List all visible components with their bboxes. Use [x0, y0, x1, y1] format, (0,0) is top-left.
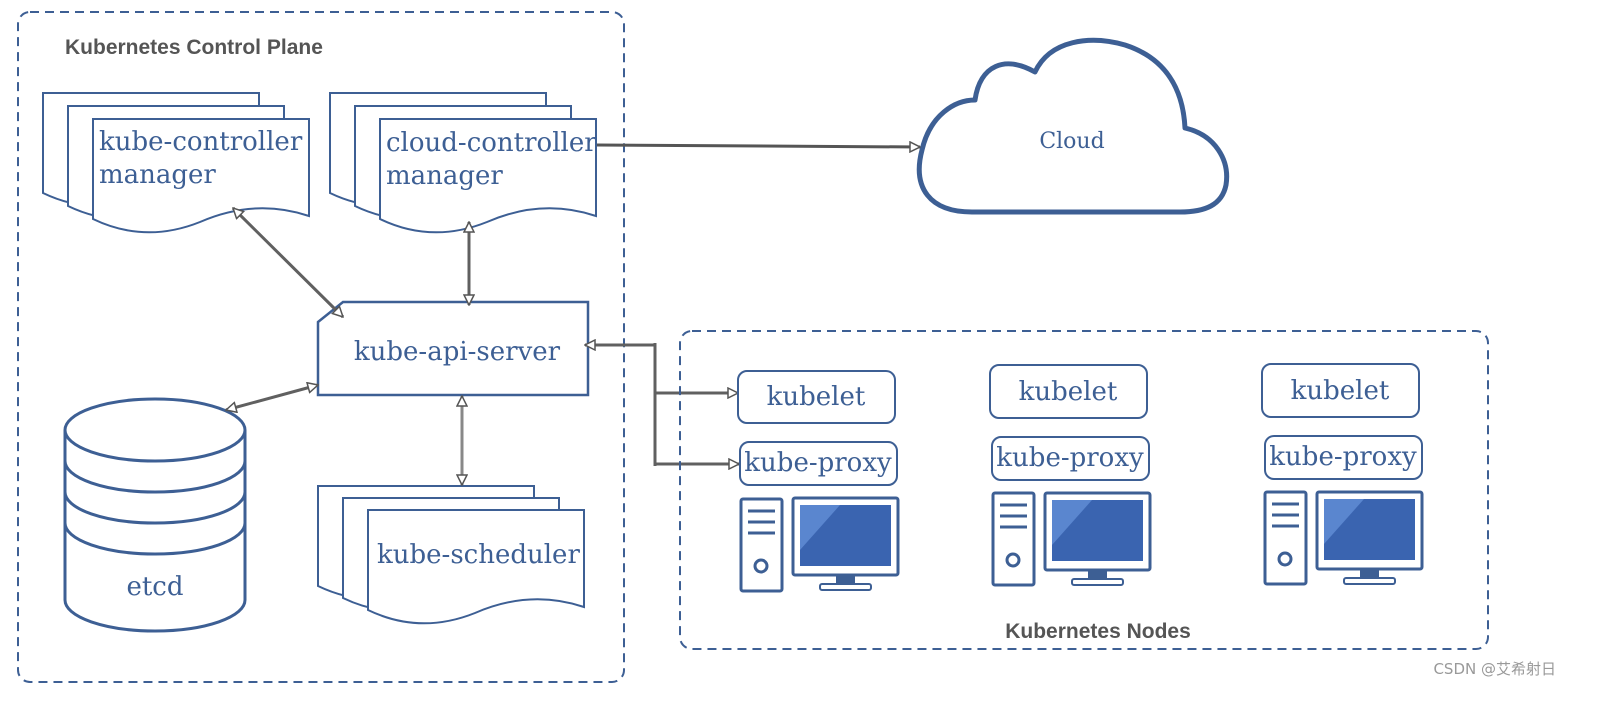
cloud-controller-manager: cloud-controller manager	[329, 92, 597, 234]
kubelet-label: kubelet	[1019, 377, 1118, 407]
cloud-controller-manager-label-1: cloud-controller	[386, 128, 597, 158]
kube-proxy-label: kube-proxy	[744, 448, 892, 478]
arrow-kcm-api	[233, 208, 343, 317]
kubelet-box	[737, 370, 896, 424]
control-plane-group: Kubernetes Control Plane	[17, 11, 625, 683]
kube-api-server: kube-api-server	[316, 300, 590, 397]
node-1: kubelet kube-proxy	[737, 370, 900, 593]
computer-icon	[991, 491, 1152, 587]
nodes-border	[679, 330, 1489, 650]
kube-proxy-box	[991, 436, 1150, 481]
node-2: kubelet kube-proxy	[989, 364, 1152, 587]
node-3: kubelet kube-proxy	[1261, 363, 1424, 586]
kubelet-box	[989, 364, 1148, 419]
nodes-group: Kubernetes Nodes	[679, 330, 1489, 650]
computer-icon	[739, 496, 900, 593]
cloud-controller-manager-label-2: manager	[386, 161, 503, 191]
kube-api-server-label: kube-api-server	[354, 337, 561, 367]
watermark: CSDN @艾希射日	[1433, 660, 1556, 678]
kube-proxy-label: kube-proxy	[1269, 442, 1417, 472]
kube-controller-manager: kube-controller manager	[42, 92, 310, 234]
arrow-etcd-api	[226, 385, 318, 410]
etcd-database: etcd	[63, 397, 247, 633]
control-plane-title: Kubernetes Control Plane	[65, 36, 323, 59]
kube-controller-manager-label-2: manager	[99, 160, 216, 190]
etcd-label: etcd	[126, 572, 183, 602]
cloud-label: Cloud	[1039, 129, 1104, 154]
kube-scheduler-label: kube-scheduler	[377, 540, 580, 570]
kube-controller-manager-label-1: kube-controller	[99, 127, 303, 157]
arrow-ccm-to-cloud	[596, 145, 920, 147]
connections	[226, 145, 920, 485]
kube-scheduler: kube-scheduler	[317, 485, 585, 625]
kube-proxy-box	[1264, 435, 1423, 480]
kube-proxy-label: kube-proxy	[996, 443, 1144, 473]
kubelet-label: kubelet	[767, 382, 866, 412]
kubelet-label: kubelet	[1291, 376, 1390, 406]
nodes-title: Kubernetes Nodes	[1005, 620, 1191, 643]
kubelet-box	[1261, 363, 1420, 418]
cloud: Cloud	[916, 37, 1230, 215]
kube-proxy-box	[739, 441, 898, 486]
control-plane-border	[17, 11, 625, 683]
computer-icon	[1263, 490, 1424, 586]
